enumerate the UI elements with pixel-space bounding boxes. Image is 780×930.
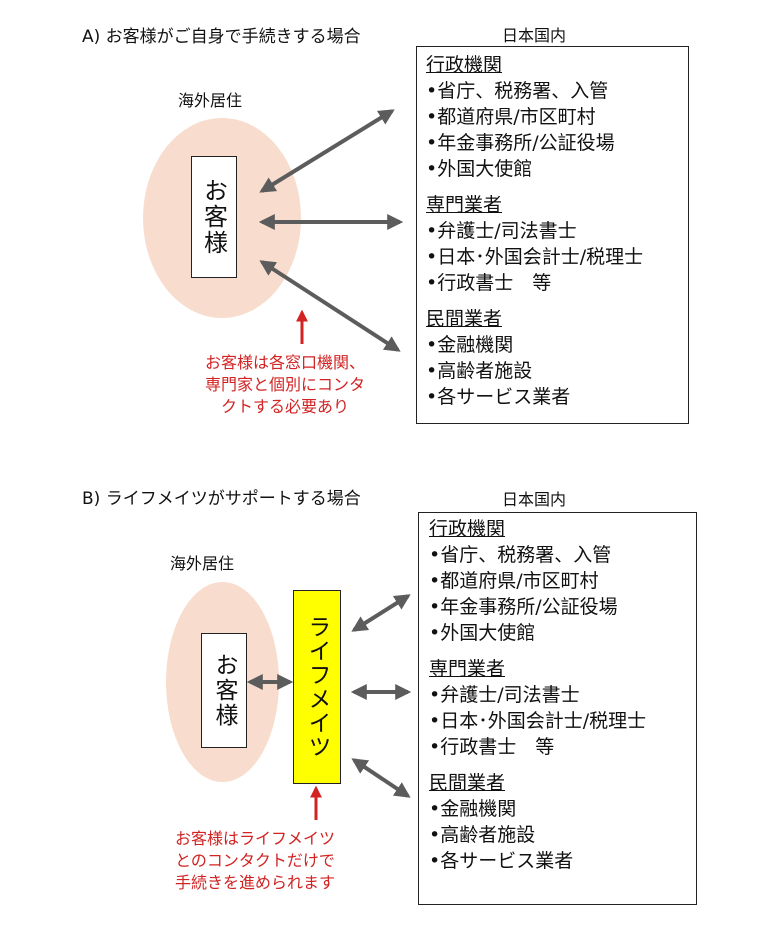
section-a-overseas-label: 海外居住 bbox=[178, 91, 243, 110]
note-line: お客様は各窓口機関、 bbox=[204, 353, 365, 372]
note-line: 手続きを進められます bbox=[174, 873, 335, 892]
group-item: •行政書士 等 bbox=[429, 736, 555, 758]
group-item: •省庁、税務署、入管 bbox=[426, 80, 609, 102]
group-title: 民間業者 bbox=[426, 308, 503, 330]
section-a-arrow-private bbox=[259, 260, 401, 352]
group-item: •省庁、税務署、入管 bbox=[429, 544, 612, 566]
note-line: お客様はライフメイツ bbox=[174, 829, 335, 848]
group-title: 専門業者 bbox=[426, 194, 503, 216]
group-title: 専門業者 bbox=[429, 658, 506, 680]
section-a-domestic-panel: 行政機関 •省庁、税務署、入管 •都道府県/市区町村 •年金事務所/公証役場 •… bbox=[416, 46, 689, 424]
section-b-group-professionals: 専門業者 •弁護士/司法書士 •日本･外国会計士/税理士 •行政書士 等 bbox=[429, 656, 696, 760]
group-item: •弁護士/司法書士 bbox=[426, 220, 577, 242]
group-item: •年金事務所/公証役場 bbox=[429, 596, 618, 618]
group-item: •各サービス業者 bbox=[429, 850, 574, 872]
section-a-group-private: 民間業者 •金融機関 •高齢者施設 •各サービス業者 bbox=[426, 306, 688, 410]
section-a-note: お客様は各窓口機関、 専門家と個別にコンタ クトする必要あり bbox=[170, 352, 400, 418]
group-item: •日本･外国会計士/税理士 bbox=[426, 246, 644, 268]
section-b-domestic-label: 日本国内 bbox=[502, 490, 567, 509]
group-item: •年金事務所/公証役場 bbox=[426, 132, 615, 154]
section-a-customer-box: お客様 bbox=[191, 156, 237, 278]
group-item: •各サービス業者 bbox=[426, 386, 571, 408]
section-b-group-private: 民間業者 •金融機関 •高齢者施設 •各サービス業者 bbox=[429, 770, 696, 874]
section-a-group-government: 行政機関 •省庁、税務署、入管 •都道府県/市区町村 •年金事務所/公証役場 •… bbox=[426, 52, 688, 182]
group-item: •高齢者施設 bbox=[426, 360, 533, 382]
section-a-arrow-government bbox=[259, 109, 395, 193]
section-a-domestic-label: 日本国内 bbox=[502, 26, 567, 45]
note-line: とのコンタクトだけで bbox=[175, 851, 335, 870]
note-line: クトする必要あり bbox=[220, 397, 349, 416]
section-b-note: お客様はライフメイツ とのコンタクトだけで 手続きを進められます bbox=[150, 828, 360, 894]
section-b-domestic-panel: 行政機関 •省庁、税務署、入管 •都道府県/市区町村 •年金事務所/公証役場 •… bbox=[418, 512, 697, 905]
section-b-customer-box: お客様 bbox=[201, 633, 247, 748]
note-line: 専門家と個別にコンタ bbox=[204, 375, 365, 394]
group-item: •都道府県/市区町村 bbox=[426, 106, 596, 128]
section-b-overseas-label: 海外居住 bbox=[170, 554, 235, 573]
group-title: 行政機関 bbox=[429, 518, 506, 540]
section-b-group-government: 行政機関 •省庁、税務署、入管 •都道府県/市区町村 •年金事務所/公証役場 •… bbox=[429, 516, 696, 646]
group-item: •外国大使館 bbox=[429, 622, 536, 644]
group-title: 民間業者 bbox=[429, 772, 506, 794]
section-a-title: A) お客様がご自身で手続きする場合 bbox=[82, 27, 361, 47]
group-item: •金融機関 bbox=[429, 798, 517, 820]
group-item: •金融機関 bbox=[426, 334, 514, 356]
group-item: •行政書士 等 bbox=[426, 272, 552, 294]
section-b-arrow-government bbox=[351, 594, 411, 632]
section-b-lifemates-box: ライフメイツ bbox=[293, 590, 341, 784]
section-a-group-professionals: 専門業者 •弁護士/司法書士 •日本･外国会計士/税理士 •行政書士 等 bbox=[426, 192, 688, 296]
group-item: •日本･外国会計士/税理士 bbox=[429, 710, 647, 732]
group-item: •高齢者施設 bbox=[429, 824, 536, 846]
section-b-arrow-private bbox=[351, 758, 411, 798]
group-item: •弁護士/司法書士 bbox=[429, 684, 580, 706]
group-title: 行政機関 bbox=[426, 54, 503, 76]
group-item: •都道府県/市区町村 bbox=[429, 570, 599, 592]
group-item: •外国大使館 bbox=[426, 158, 533, 180]
section-b-title: B) ライフメイツがサポートする場合 bbox=[82, 489, 361, 509]
